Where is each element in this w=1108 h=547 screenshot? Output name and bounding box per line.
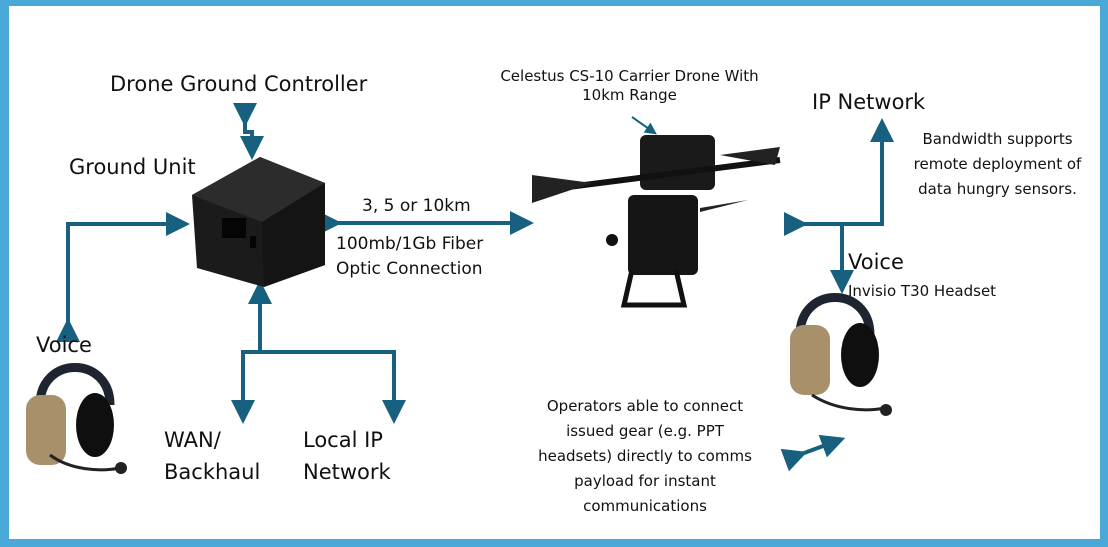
drone-label-line1: Celestus CS-10 Carrier Drone With (500, 67, 759, 85)
operators-line4: payload for instant (574, 472, 716, 490)
operators-line3: headsets) directly to comms (538, 447, 752, 465)
controller-link-arrow (233, 103, 264, 160)
controller-label: Drone Ground Controller (110, 72, 368, 96)
headset-right-image (790, 293, 892, 416)
wan-arrow (231, 350, 260, 424)
local-ip-line2: Network (303, 460, 391, 484)
headset-right-label: Invisio T30 Headset (848, 282, 997, 300)
voice-right-label: Voice (848, 250, 904, 274)
ip-network-label: IP Network (812, 90, 926, 114)
operators-line1: Operators able to connect (546, 397, 744, 415)
ip-network-arrow (784, 118, 894, 236)
bandwidth-line2: remote deployment of (913, 155, 1082, 173)
operators-line2: issued gear (e.g. PPT (566, 422, 724, 440)
drone-label-line2: 10km Range (582, 86, 677, 104)
operators-line5: communications (583, 497, 707, 515)
local-ip-arrow (260, 350, 406, 424)
wan-line1: WAN/ (164, 428, 221, 452)
drone-image (532, 135, 781, 308)
ground-unit-label: Ground Unit (69, 155, 196, 179)
bandwidth-line3: data hungry sensors. (918, 180, 1077, 198)
headset-left-image (26, 363, 127, 474)
bandwidth-line1: Bandwidth supports (922, 130, 1073, 148)
fiber-line2: Optic Connection (336, 259, 483, 279)
local-ip-line1: Local IP (303, 428, 383, 452)
operators-arrow (780, 434, 846, 472)
drone-pointer-arrow (631, 116, 657, 135)
voice-left-arrow (56, 212, 190, 342)
ground-unit-image (192, 157, 325, 287)
fiber-range-label: 3, 5 or 10km (362, 196, 471, 216)
wan-line2: Backhaul (164, 460, 261, 484)
fiber-line1: 100mb/1Gb Fiber (336, 234, 484, 254)
diagram-canvas (9, 6, 1100, 539)
voice-left-label: Voice (36, 333, 92, 357)
